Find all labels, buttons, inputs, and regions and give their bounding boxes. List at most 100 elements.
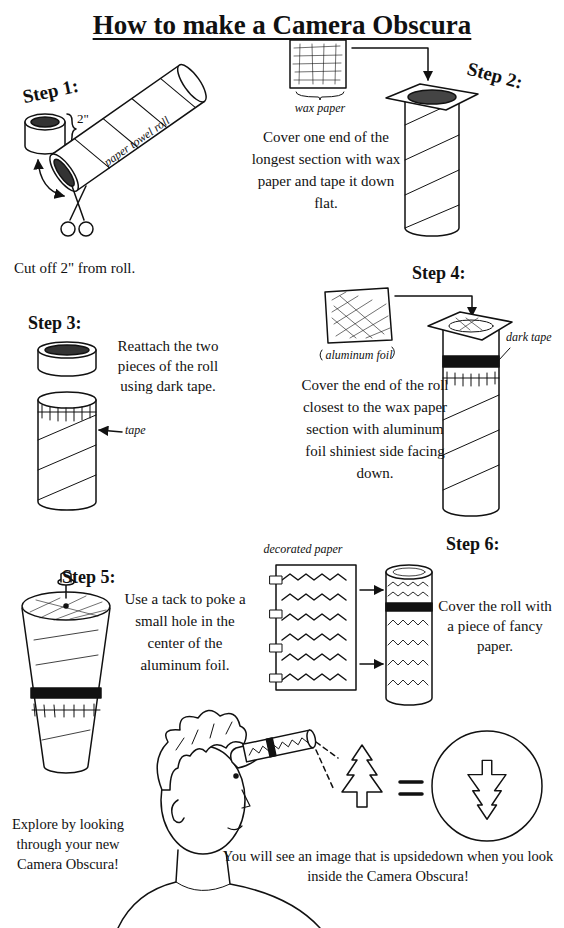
decorated-tube-part: [386, 565, 432, 579]
decorated-paper-part: [276, 565, 356, 690]
part-label: dark tape: [506, 330, 562, 345]
view-circle: [432, 731, 542, 841]
person-part: [176, 882, 230, 891]
tapered-tube-part: [32, 704, 100, 717]
step-heading: Step 2:: [464, 57, 557, 103]
cut-arrow: [38, 160, 64, 196]
tube-part: [386, 84, 478, 110]
viewer-tube-part: [248, 737, 308, 755]
viewer-tube-part: [243, 730, 313, 762]
decorated-tube-part: [388, 620, 428, 685]
cut-ring-part: [31, 117, 59, 127]
flow-arrow-part: [360, 663, 383, 665]
wax-paper-bracket: [296, 92, 344, 100]
sight-line-part: [316, 742, 338, 790]
tube-part: [38, 392, 96, 408]
tube-part: [443, 330, 499, 516]
sight-line: [316, 742, 338, 790]
title: How to make a Camera Obscura: [0, 10, 564, 41]
cut-ring-part: [25, 114, 65, 130]
decorated-tube-part: [386, 603, 432, 611]
wax-paper-sheet-part: [290, 40, 346, 88]
equals-sign: [400, 782, 422, 794]
step-heading: Step 1:: [20, 67, 113, 109]
tapered-tube-part: [22, 608, 110, 773]
tree-part: [342, 745, 382, 807]
paper-towel-roll-part: [74, 72, 195, 175]
aluminum-foil-sheet: [325, 288, 392, 343]
tube-part: [405, 100, 459, 228]
tube-part: [456, 318, 482, 330]
decorated-tube: [386, 565, 432, 705]
part-label: aluminum foil: [312, 348, 406, 363]
decorated-paper-part: [282, 574, 346, 680]
wax-paper-sheet: [290, 40, 346, 88]
wax-paper-bracket-part: [296, 92, 344, 100]
instruction-text: Reattach the two pieces of the roll usin…: [100, 336, 236, 396]
part-label: wax paper: [280, 101, 360, 116]
tube-part: [405, 100, 459, 236]
flow-arrow: [360, 590, 383, 664]
tapered-tube: [22, 592, 110, 773]
tapered-tube-part: [30, 596, 106, 620]
scissors-part: [70, 186, 86, 220]
caption-note: You will see an image that is upsidedown…: [218, 846, 558, 886]
person-part: [234, 774, 238, 778]
tube-part: [408, 90, 456, 104]
instruction-text: Cover one end of the longest section wit…: [250, 126, 402, 214]
decorated-tube-part: [388, 582, 428, 596]
leader-line-part: [499, 348, 510, 360]
scissors-part: [79, 222, 93, 236]
view-circle-part: [432, 731, 542, 841]
instruction-text: Cover the roll with a piece of fancy pap…: [436, 596, 554, 656]
tapered-tube-part: [64, 604, 68, 608]
aluminum-foil-sheet-part: [332, 292, 390, 338]
wax-paper-sheet-part: [293, 44, 342, 84]
decorated-tube-part: [386, 572, 432, 705]
tube-ring-part: [45, 345, 89, 355]
tube-part: [38, 400, 96, 510]
viewer-tube-part: [266, 738, 276, 757]
tube-part: [38, 405, 96, 421]
instruction-text: Use a tack to poke a small hole in the c…: [118, 588, 252, 676]
decorated-tube-part: [393, 568, 425, 576]
tree: [342, 745, 382, 807]
part-label: decorated paper: [248, 542, 358, 557]
tube-ring: [38, 342, 96, 376]
tube-part: [443, 395, 499, 490]
tube-part: [38, 415, 96, 500]
step-heading: Step 3:: [28, 312, 118, 335]
viewer-tube-part: [305, 729, 317, 748]
leader-line: [499, 348, 510, 360]
tapered-tube-part: [31, 688, 101, 698]
person: [118, 710, 320, 928]
instruction-text: Cover the end of the roll closest to the…: [296, 374, 454, 484]
scissors: [61, 186, 93, 236]
flow-arrow-part: [352, 48, 428, 80]
scissors-part: [61, 222, 75, 236]
tube-part: [428, 312, 512, 340]
paper-towel-roll-part: [173, 61, 211, 106]
person-part: [176, 722, 232, 750]
aluminum-foil-sheet-part: [325, 288, 392, 343]
decorated-paper: [270, 565, 356, 690]
tapered-tube-part: [34, 630, 98, 740]
tape-arrow-part: [99, 430, 122, 432]
cut-ring: [25, 114, 65, 154]
part-label: tape: [125, 423, 165, 438]
tube-part: [443, 372, 499, 386]
view-circle-part: [468, 760, 506, 819]
paper-towel-roll-part: [51, 157, 78, 189]
caption-note: Explore by looking through your new Came…: [8, 814, 128, 874]
person-part: [172, 800, 184, 823]
step-heading: Step 6:: [446, 533, 536, 556]
dimension-label: 2": [77, 111, 107, 127]
decorated-paper-part: [270, 576, 282, 682]
flow-arrow-part: [360, 589, 383, 591]
instruction-text: Cut off 2" from roll.: [14, 259, 214, 278]
tube-part: [443, 356, 499, 367]
step-heading: Step 4:: [412, 262, 502, 285]
step-heading: Step 5:: [62, 566, 152, 589]
equals-sign-part: [400, 782, 422, 794]
